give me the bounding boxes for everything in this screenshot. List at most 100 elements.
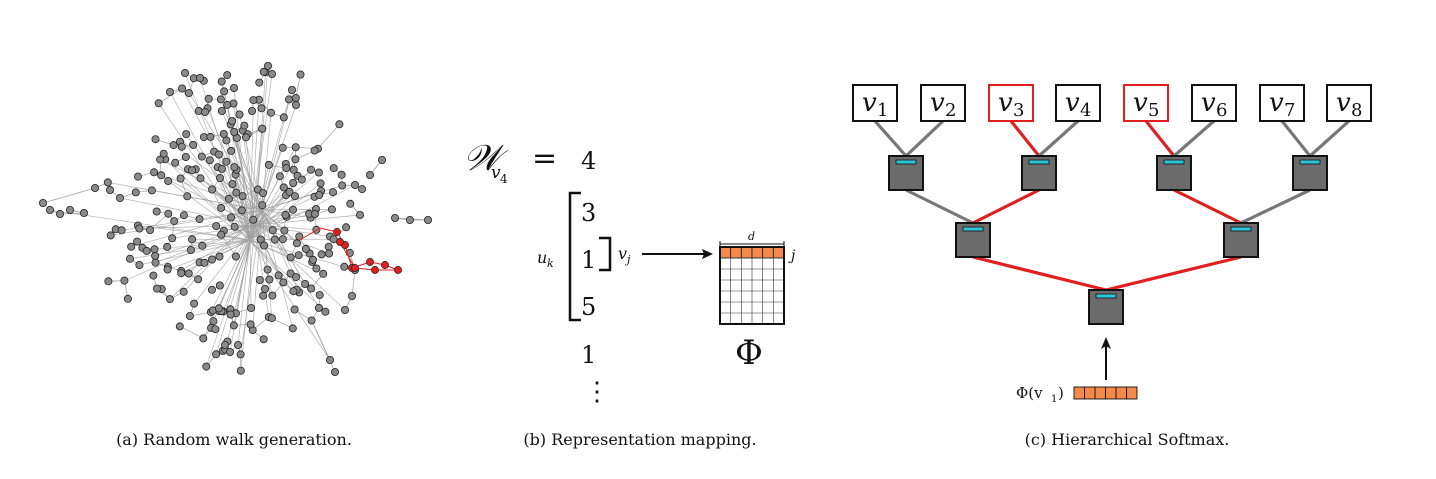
graph-edge (249, 73, 273, 241)
graph-node (131, 188, 140, 197)
graph-node (165, 295, 174, 304)
graph-node (338, 181, 347, 190)
graph-node (235, 110, 244, 119)
graph-edge (254, 224, 280, 276)
leaf-label: v (930, 88, 945, 118)
graph-node (182, 130, 191, 139)
target-label-sub: j (624, 253, 631, 266)
graph-node (321, 307, 330, 316)
graph-node (390, 213, 399, 222)
graph-node (296, 70, 305, 79)
graph-node (258, 124, 267, 133)
graph-node (347, 291, 356, 300)
graph-node (56, 209, 65, 218)
leaf-label: v (862, 88, 877, 118)
input-label-close: ) (1058, 384, 1064, 402)
graph-node (259, 67, 268, 76)
graph-edge (59, 212, 85, 215)
graph-node (310, 209, 319, 218)
input-label: Φ(v (1016, 384, 1043, 402)
graph-node (265, 275, 274, 284)
graph-node (270, 235, 279, 244)
target-bracket (599, 236, 612, 272)
graph-node (291, 273, 300, 282)
classifier-vector (1163, 159, 1185, 165)
tree-edge (1172, 119, 1216, 158)
graph-node (103, 178, 112, 187)
graph-node (188, 166, 197, 175)
graph-node (116, 193, 125, 202)
graph-node (66, 205, 75, 214)
row-label: j (788, 248, 796, 264)
graph-node (316, 179, 325, 188)
graph-node (177, 269, 186, 278)
graph-node (211, 325, 220, 334)
graph-node (324, 249, 333, 258)
graph-node (342, 223, 351, 232)
graph-node (324, 242, 333, 251)
leaf-box (988, 84, 1034, 122)
graph-node (228, 117, 237, 126)
graph-node (186, 245, 195, 254)
phi-matrix (719, 246, 785, 325)
leaf-label-index: 3 (1013, 100, 1024, 121)
graph-node (291, 101, 300, 110)
random-walk-path (299, 227, 402, 274)
input-arrowhead (1101, 337, 1111, 349)
graph-node (307, 316, 316, 325)
graph-node (91, 183, 100, 192)
leaf-box (920, 84, 966, 122)
graph-node (260, 284, 269, 293)
graph-node (310, 146, 319, 155)
leaf-box (1123, 84, 1169, 122)
graph-node (176, 174, 185, 183)
graph-node (358, 185, 367, 194)
graph-node (266, 108, 275, 117)
graph-nodes (39, 62, 432, 376)
graph-node (278, 235, 287, 244)
graph-edge (180, 178, 251, 241)
graph-node (405, 215, 414, 224)
graph-node (317, 250, 326, 259)
graph-node (207, 255, 216, 264)
graph-node (223, 71, 232, 80)
tree-edge (1240, 188, 1311, 225)
graph-edge (233, 103, 251, 241)
leaf-label: v (1065, 88, 1080, 118)
graph-node (255, 78, 264, 87)
input-label-sub: 1 (1051, 394, 1057, 405)
graph-edge (261, 190, 322, 211)
graph-edge (261, 209, 298, 244)
graph-edge (249, 104, 297, 241)
graph-edge (249, 239, 252, 309)
leaf-label-index: 7 (1284, 100, 1295, 121)
tree-edge (972, 188, 1040, 225)
graph-node (330, 367, 339, 376)
graph-node (306, 165, 315, 174)
graph-node (249, 215, 258, 224)
graph-node (233, 340, 242, 349)
graph-node (224, 194, 233, 203)
leaf-label: v (1133, 88, 1148, 118)
graph-node (230, 163, 239, 172)
tree-edge (1105, 255, 1242, 292)
walk-node (336, 238, 344, 246)
graph-node (312, 264, 321, 273)
walk-node (371, 266, 379, 274)
graph-edge (261, 209, 294, 329)
graph-node (314, 168, 323, 177)
graph-node (171, 158, 180, 167)
graph-node (120, 276, 129, 285)
graph-node (284, 95, 293, 104)
graph-node (263, 62, 272, 71)
caption-random-walk: (a) Random walk generation. (116, 430, 352, 449)
graph-node (297, 175, 306, 184)
classifier-vector (895, 159, 917, 165)
input-embedding-cell (1115, 386, 1127, 400)
graph-node (215, 252, 224, 261)
graph-node (135, 260, 144, 269)
graph-node (215, 281, 224, 290)
embedding-cell (772, 246, 785, 259)
graph-edge (234, 167, 251, 241)
graph-node (216, 95, 225, 104)
